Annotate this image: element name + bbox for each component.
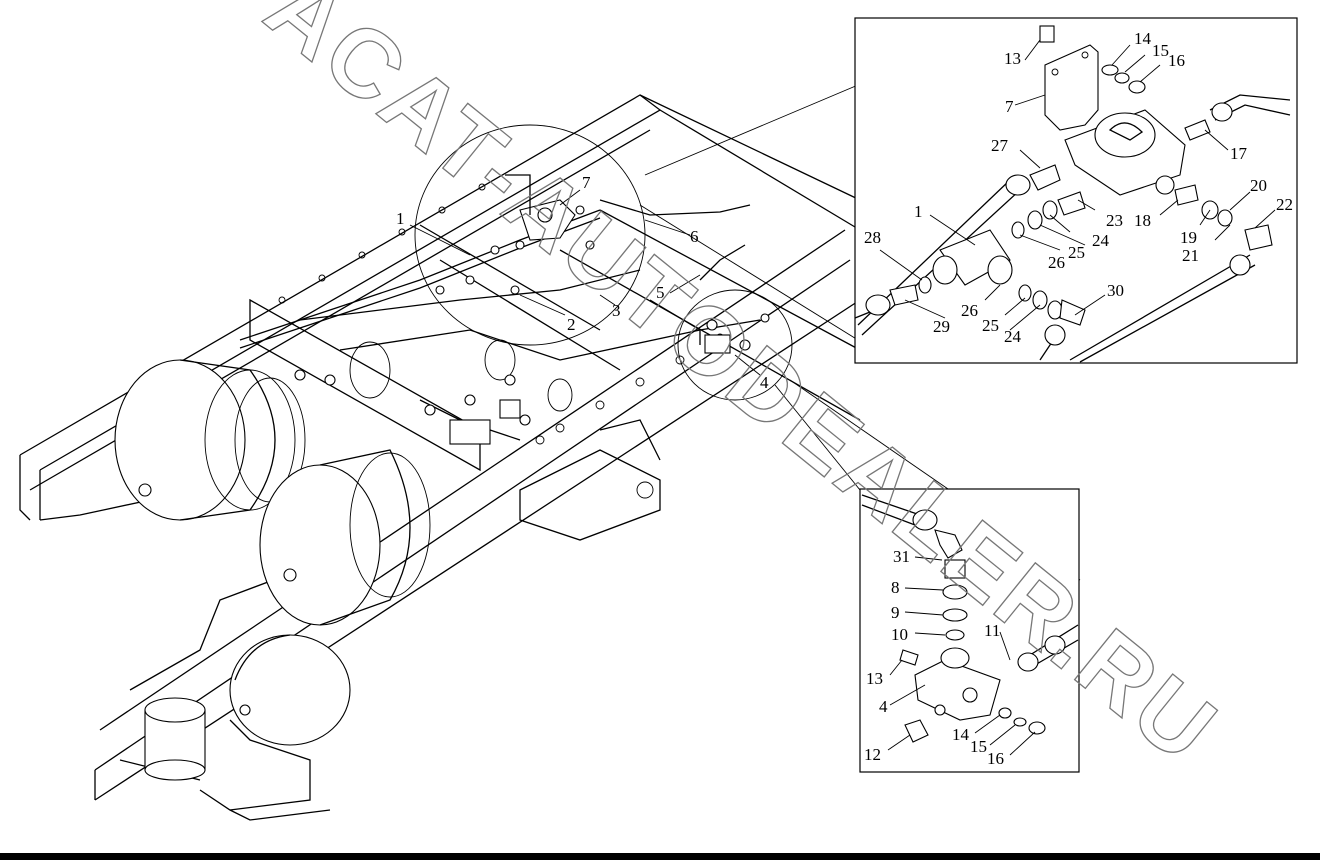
air-tank-lower: [229, 634, 351, 746]
callout-main-4: 4: [760, 373, 769, 392]
callout-bottom-15: 15: [970, 737, 987, 756]
callout-bottom-16: 16: [987, 749, 1004, 768]
air-tank-middle: [259, 449, 431, 626]
callout-top-19: 19: [1180, 228, 1197, 247]
callout-top-21: 21: [1182, 246, 1199, 265]
callout-bottom-10: 10: [891, 625, 908, 644]
callout-top-29: 29: [933, 317, 950, 336]
callout-top-26b: 26: [961, 301, 978, 320]
callout-bottom-4: 4: [879, 697, 888, 716]
callout-top-27: 27: [991, 136, 1009, 155]
chassis-frame: [19, 94, 861, 801]
callout-top-1: 1: [914, 202, 923, 221]
callout-top-24a: 24: [1092, 231, 1110, 250]
callout-top-17: 17: [1230, 144, 1248, 163]
air-dryer: [144, 697, 206, 781]
callout-main-2: 2: [567, 315, 576, 334]
valve-cluster-center: [294, 369, 531, 445]
detail-panel-bottom: 31 8 9 10 11 13 4 14 15 16 12: [859, 488, 1080, 773]
callout-main-3: 3: [612, 301, 621, 320]
callout-top-13: 13: [1004, 49, 1021, 68]
callout-main-7: 7: [582, 173, 591, 192]
callout-main-6: 6: [690, 227, 699, 246]
callout-top-25b: 25: [982, 316, 999, 335]
callout-bottom-11: 11: [984, 621, 1000, 640]
callout-main-1: 1: [396, 209, 405, 228]
callout-top-26a: 26: [1048, 253, 1065, 272]
detail-circle-relay-valve: [414, 124, 646, 346]
callout-main-5: 5: [656, 283, 665, 302]
callout-bottom-8: 8: [891, 578, 900, 597]
callout-top-20: 20: [1250, 176, 1267, 195]
main-callouts: 1 7 6 5 2 3 4: [396, 173, 769, 392]
callout-bottom-12: 12: [864, 745, 881, 764]
callout-top-30: 30: [1107, 281, 1124, 300]
callout-top-22: 22: [1276, 195, 1293, 214]
callout-bottom-13: 13: [866, 669, 883, 688]
callout-top-14: 14: [1134, 29, 1152, 48]
callout-bottom-9: 9: [891, 603, 900, 622]
callout-top-24b: 24: [1004, 327, 1022, 346]
main-callout-leaders: [409, 189, 761, 376]
callout-bottom-31: 31: [893, 547, 910, 566]
callout-top-15: 15: [1152, 41, 1169, 60]
bottom-border-bar: [0, 853, 1320, 860]
callout-top-7: 7: [1005, 97, 1014, 116]
callout-top-28: 28: [864, 228, 881, 247]
callout-top-16: 16: [1168, 51, 1185, 70]
callout-top-23: 23: [1106, 211, 1123, 230]
detail-circle-valve-4: [677, 289, 793, 401]
callout-bottom-14: 14: [952, 725, 970, 744]
callout-top-18: 18: [1134, 211, 1151, 230]
air-tank-upper: [114, 359, 306, 521]
callout-top-25a: 25: [1068, 243, 1085, 262]
detail-panel-top: 13 14 15 16 7 17 27 20 22 1 23 18 19 28 …: [854, 17, 1298, 364]
